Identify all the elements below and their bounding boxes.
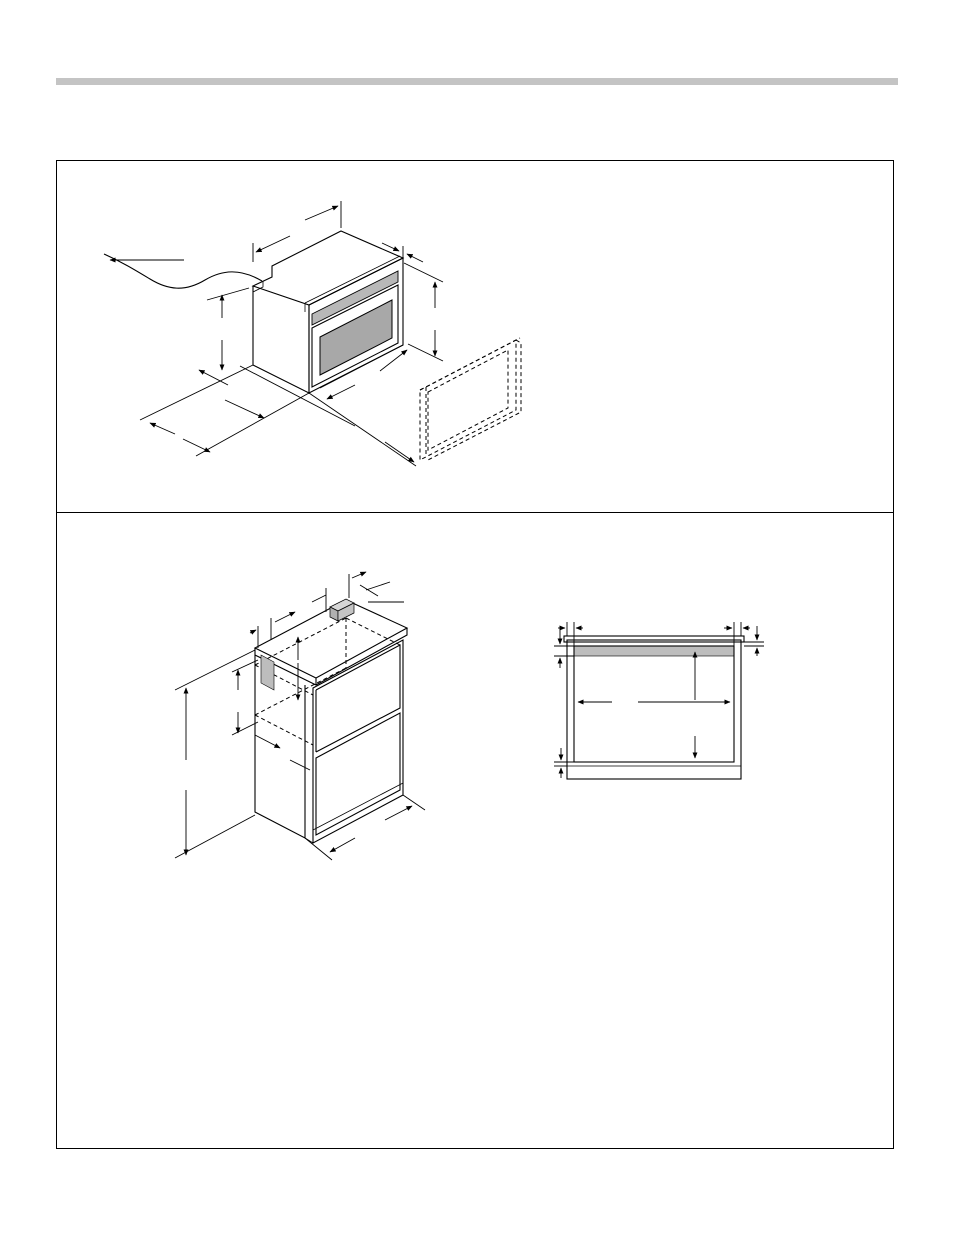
oven-door: [311, 284, 399, 388]
cutout-dimension-lines: [174, 571, 426, 861]
cabinet-cutout-figure: [174, 571, 426, 861]
trim-kit-dashed: [419, 337, 522, 462]
power-cord: [103, 253, 263, 289]
junction-box: [329, 598, 355, 622]
cabinet-drawer: [315, 712, 401, 836]
figure-divider: [56, 512, 894, 513]
oven-isometric-figure: [103, 201, 522, 467]
cabinet-side: [254, 655, 306, 839]
figure-frame: [56, 160, 894, 1149]
oven-dimension-lines: [139, 201, 444, 467]
oven-control-panel: [311, 270, 399, 326]
electrical-area-shaded: [260, 654, 275, 691]
front-view-trim: [563, 635, 745, 643]
oven-window: [319, 299, 393, 376]
front-view-opening: [573, 645, 735, 763]
header-rule: [56, 78, 898, 85]
front-view-dimension-lines: [554, 622, 764, 778]
front-view-figure: [554, 622, 764, 780]
front-view-cabinet: [566, 639, 742, 780]
front-view-shaded-strip: [573, 645, 735, 657]
cabinet-opening: [315, 644, 401, 753]
